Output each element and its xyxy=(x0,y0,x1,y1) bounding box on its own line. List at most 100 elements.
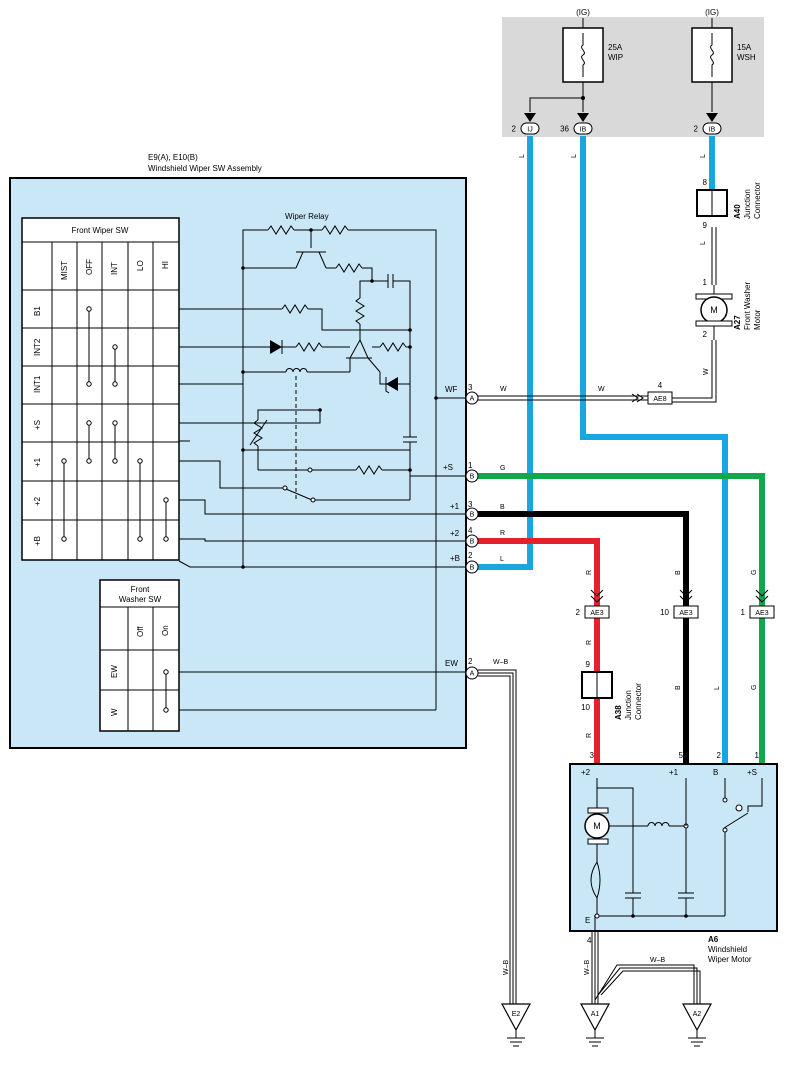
svg-text:+2: +2 xyxy=(581,768,591,777)
col-mist: MIST xyxy=(60,261,69,280)
svg-text:1: 1 xyxy=(741,608,746,617)
svg-text:B: B xyxy=(713,768,718,777)
svg-text:A6: A6 xyxy=(708,935,719,944)
svg-text:R: R xyxy=(586,640,593,645)
svg-text:L: L xyxy=(519,154,526,158)
svg-text:10: 10 xyxy=(581,703,590,712)
washer-col-off: Off xyxy=(136,626,145,637)
row-b1: B1 xyxy=(33,306,42,316)
svg-text:L: L xyxy=(700,241,707,245)
svg-text:A2: A2 xyxy=(693,1011,702,1018)
ground-a1: A1 xyxy=(579,1003,611,1047)
svg-text:WF: WF xyxy=(445,385,458,394)
svg-text:R: R xyxy=(500,530,505,537)
junction-a38: 9 10 A38 Junction Connector xyxy=(581,660,643,720)
svg-text:2: 2 xyxy=(694,125,699,134)
fuse-box-connector-ib-36: IB 36 xyxy=(560,122,593,135)
switch-assembly-title: Windshield Wiper SW Assembly xyxy=(148,164,262,173)
svg-text:M: M xyxy=(710,305,718,315)
svg-text:1: 1 xyxy=(755,751,760,760)
svg-text:AE8: AE8 xyxy=(653,396,666,403)
svg-text:B: B xyxy=(470,539,475,546)
svg-text:Windshield: Windshield xyxy=(708,945,747,954)
svg-text:W–B: W–B xyxy=(503,960,510,976)
svg-text:R: R xyxy=(586,733,593,738)
svg-text:B: B xyxy=(500,504,505,511)
svg-text:Junction: Junction xyxy=(624,690,633,720)
svg-text:W: W xyxy=(500,386,507,393)
svg-text:A27: A27 xyxy=(733,315,742,330)
fuse-wip: 25A WIP xyxy=(562,27,623,83)
svg-text:Connector: Connector xyxy=(634,683,643,720)
svg-text:IB: IB xyxy=(580,127,587,134)
col-int: INT xyxy=(110,262,119,275)
svg-text:5: 5 xyxy=(679,751,684,760)
svg-text:2: 2 xyxy=(703,330,708,339)
svg-text:A1: A1 xyxy=(591,1011,600,1018)
col-off: OFF xyxy=(85,259,94,275)
svg-text:+1: +1 xyxy=(669,768,679,777)
row-plus-s: +S xyxy=(33,420,42,430)
svg-text:W–B: W–B xyxy=(584,960,591,976)
svg-text:3: 3 xyxy=(468,383,473,392)
svg-text:L: L xyxy=(571,154,578,158)
svg-text:1: 1 xyxy=(468,461,473,470)
svg-text:1: 1 xyxy=(703,278,708,287)
front-wiper-sw-title: Front Wiper SW xyxy=(72,226,129,235)
connector-ae3-red: AE3 2 xyxy=(576,589,610,619)
svg-text:IB: IB xyxy=(709,127,716,134)
svg-text:2: 2 xyxy=(576,608,581,617)
svg-text:W–B: W–B xyxy=(650,957,666,964)
wire-color-labels: L L L L W W W G B R L W–B R B G R B L G … xyxy=(493,154,758,975)
svg-text:B: B xyxy=(675,570,682,575)
svg-text:A: A xyxy=(470,671,475,678)
svg-text:B: B xyxy=(470,512,475,519)
svg-text:3: 3 xyxy=(468,500,473,509)
fuse-wsh-name: WSH xyxy=(737,53,756,62)
ground-e2: E2 xyxy=(500,1003,532,1047)
svg-text:4: 4 xyxy=(468,526,473,535)
svg-text:M: M xyxy=(593,821,601,831)
svg-text:E2: E2 xyxy=(512,1011,521,1018)
svg-text:W: W xyxy=(703,368,710,375)
row-int1: INT1 xyxy=(33,375,42,393)
fuse-wsh-rating: 15A xyxy=(737,43,752,52)
junction-a40: 8 9 A40 Junction Connector xyxy=(696,178,762,230)
svg-text:B: B xyxy=(675,685,682,690)
svg-text:+S: +S xyxy=(443,463,453,472)
front-washer-sw-table: Front Washer SW Off On EW W xyxy=(99,579,180,732)
fuse-wip-rating: 25A xyxy=(608,43,623,52)
svg-text:+2: +2 xyxy=(450,529,460,538)
fuse-box: (IG) (IG) 25A WIP 15A WSH IJ 2 IB xyxy=(502,8,764,137)
fuse-box-connector-ij: IJ 2 xyxy=(512,122,540,135)
svg-text:Motor: Motor xyxy=(753,309,762,330)
svg-text:2: 2 xyxy=(512,125,517,134)
svg-text:4: 4 xyxy=(587,936,592,945)
svg-text:8: 8 xyxy=(703,178,708,187)
connector-ae3-black: AE3 10 xyxy=(660,589,699,619)
ig-label-1: (IG) xyxy=(576,8,590,17)
row-plus-1: +1 xyxy=(33,457,42,467)
wiper-motor-a6: 3 5 2 1 +2 +1 B +S E 4 M xyxy=(569,751,778,964)
connector-ae8: AE8 4 xyxy=(631,381,673,405)
svg-text:AE3: AE3 xyxy=(755,610,768,617)
wiper-relay-label: Wiper Relay xyxy=(285,212,329,221)
svg-text:B: B xyxy=(470,474,475,481)
svg-text:G: G xyxy=(751,685,758,690)
svg-text:+S: +S xyxy=(747,768,757,777)
connector-ae3-green: AE3 1 xyxy=(741,589,775,619)
front-washer-sw-title-2: Washer SW xyxy=(119,595,162,604)
svg-text:+B: +B xyxy=(450,554,460,563)
svg-text:2: 2 xyxy=(468,551,473,560)
svg-text:L: L xyxy=(714,686,721,690)
svg-text:9: 9 xyxy=(703,221,708,230)
svg-text:A38: A38 xyxy=(614,705,623,720)
svg-text:R: R xyxy=(586,570,593,575)
row-int2: INT2 xyxy=(33,338,42,356)
svg-text:EW: EW xyxy=(445,659,458,668)
svg-text:Wiper Motor: Wiper Motor xyxy=(708,955,752,964)
svg-text:9: 9 xyxy=(586,660,591,669)
svg-text:2: 2 xyxy=(717,751,722,760)
assembly-terminal-circles xyxy=(465,391,479,680)
col-lo: LO xyxy=(136,260,145,271)
